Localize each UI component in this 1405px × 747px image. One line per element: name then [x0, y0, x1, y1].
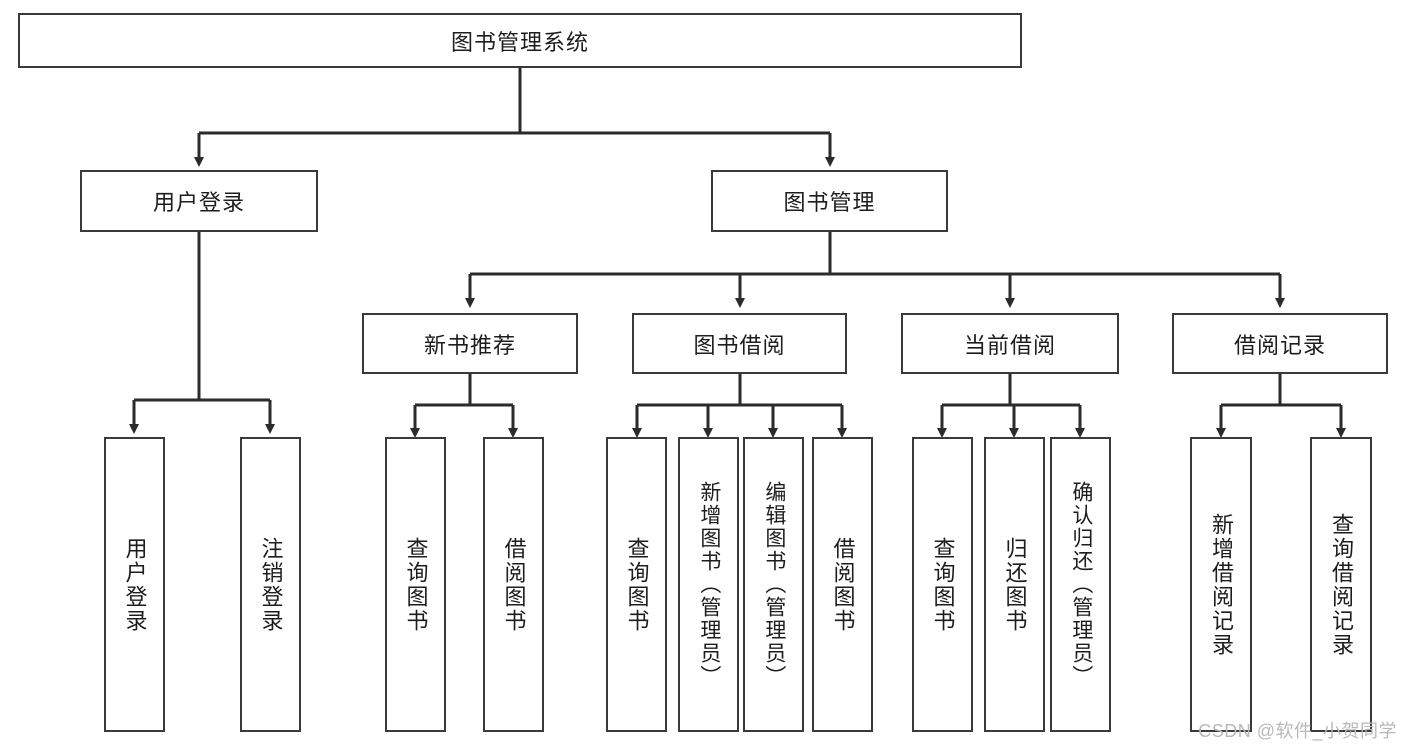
node-label: 新书推荐	[423, 332, 516, 358]
node-label: 查询借阅记录	[1328, 512, 1354, 657]
node-label: 借阅图书	[501, 536, 527, 633]
leaf-recommend-query-book[interactable]: 查询图书	[385, 437, 446, 732]
node-new-book-recommend[interactable]: 新书推荐	[362, 313, 578, 374]
node-borrow-record[interactable]: 借阅记录	[1172, 313, 1388, 374]
leaf-current-query-book[interactable]: 查询图书	[912, 437, 973, 732]
node-label: 当前借阅	[963, 332, 1056, 358]
leaf-record-query-record[interactable]: 查询借阅记录	[1310, 437, 1372, 732]
node-label: 注销登录	[258, 536, 284, 633]
leaf-user-login-logout[interactable]: 注销登录	[240, 437, 301, 732]
leaf-record-add-record[interactable]: 新增借阅记录	[1190, 437, 1252, 732]
node-label: 图书借阅	[693, 332, 786, 358]
node-label: 编辑图书（管理员）	[762, 481, 786, 688]
leaf-recommend-borrow-book[interactable]: 借阅图书	[483, 437, 544, 732]
node-label: 用户登录	[152, 190, 245, 215]
node-label: 图书管理	[783, 190, 876, 215]
node-label: 借阅图书	[830, 536, 856, 633]
leaf-borrow-add-book-admin[interactable]: 新增图书（管理员）	[678, 437, 739, 732]
node-user-login[interactable]: 用户登录	[80, 170, 318, 232]
leaf-borrow-query-book[interactable]: 查询图书	[606, 437, 667, 732]
leaf-current-confirm-return-admin[interactable]: 确认归还（管理员）	[1050, 437, 1111, 732]
node-label: 查询图书	[403, 536, 429, 633]
node-book-borrow[interactable]: 图书借阅	[632, 313, 847, 374]
leaf-borrow-edit-book-admin[interactable]: 编辑图书（管理员）	[743, 437, 804, 732]
node-label: 查询图书	[624, 536, 650, 633]
node-root-book-management-system[interactable]: 图书管理系统	[18, 13, 1022, 68]
node-label: 新增图书（管理员）	[697, 481, 721, 688]
node-label: 归还图书	[1002, 536, 1028, 633]
leaf-user-login-login[interactable]: 用户登录	[104, 437, 165, 732]
node-current-borrow[interactable]: 当前借阅	[901, 313, 1119, 374]
watermark: CSDN @软件_小贺同学	[1198, 721, 1397, 741]
leaf-borrow-borrow-book[interactable]: 借阅图书	[812, 437, 873, 732]
node-label: 借阅记录	[1233, 332, 1326, 358]
node-label: 确认归还（管理员）	[1069, 481, 1093, 688]
node-label: 新增借阅记录	[1208, 512, 1234, 657]
node-label: 用户登录	[122, 536, 148, 633]
node-label: 图书管理系统	[450, 29, 589, 55]
leaf-current-return-book[interactable]: 归还图书	[984, 437, 1045, 732]
node-label: 查询图书	[930, 536, 956, 633]
node-book-management[interactable]: 图书管理	[711, 170, 948, 232]
